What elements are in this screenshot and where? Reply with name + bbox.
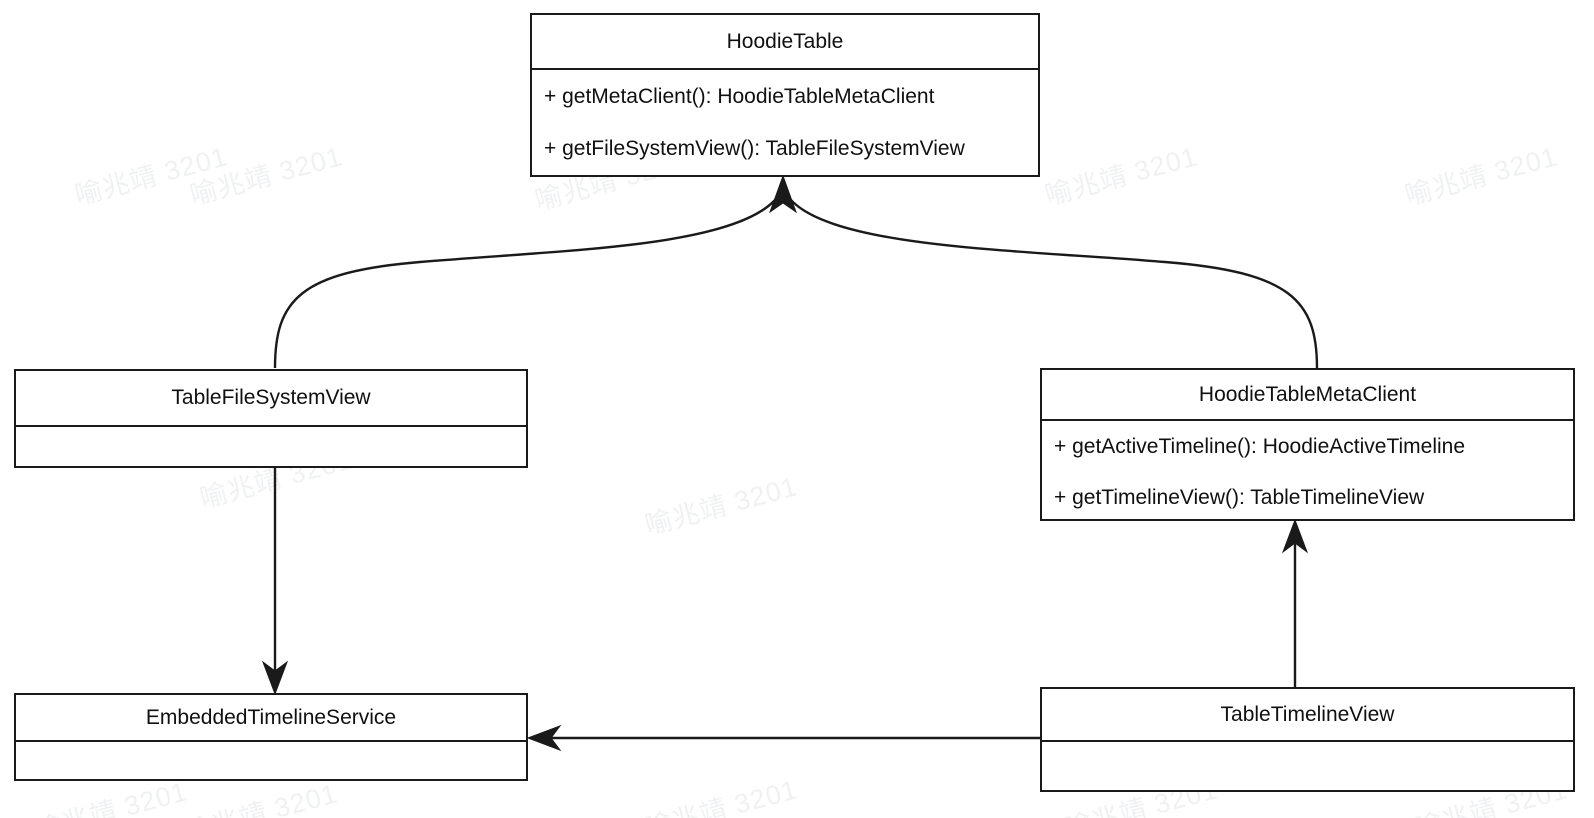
uml-class-table-file-system-view[interactable]: TableFileSystemView bbox=[14, 369, 528, 468]
uml-class-hoodie-table[interactable]: HoodieTable + getMetaClient(): HoodieTab… bbox=[530, 13, 1040, 177]
watermark-text: 喻兆靖 3201 bbox=[1401, 141, 1561, 211]
relation-hoodietablemetaclient-to-hoodietable bbox=[790, 199, 1319, 369]
uml-class-name-embedded-timeline-service: EmbeddedTimelineService bbox=[145, 705, 397, 729]
watermark-text: 喻兆靖 3201 bbox=[71, 141, 231, 211]
uml-class-hoodie-table-meta-client[interactable]: HoodieTableMetaClient + getActiveTimelin… bbox=[1040, 368, 1575, 521]
uml-members-hoodie-table-meta-client: + getActiveTimeline(): HoodieActiveTimel… bbox=[1042, 419, 1573, 523]
uml-class-name-hoodie-table: HoodieTable bbox=[726, 29, 844, 53]
uml-class-name-table-file-system-view: TableFileSystemView bbox=[171, 386, 371, 409]
uml-members-table-file-system-view bbox=[16, 425, 526, 466]
uml-members-hoodie-table: + getMetaClient(): HoodieTableMetaClient… bbox=[532, 68, 1038, 175]
arrowhead-into-embeddedtimelineservice-left-icon bbox=[526, 724, 562, 752]
watermark-text: 喻兆靖 3201 bbox=[641, 471, 801, 541]
watermark-text: 喻兆靖 3201 bbox=[641, 774, 801, 818]
uml-members-embedded-timeline-service bbox=[16, 740, 526, 783]
arrowhead-into-hoodietable-icon bbox=[768, 174, 798, 214]
uml-member-getfilesystemview: + getFileSystemView(): TableFileSystemVi… bbox=[544, 137, 965, 160]
uml-class-name-table-timeline-view: TableTimelineView bbox=[1220, 702, 1395, 726]
watermark-text: 喻兆靖 3201 bbox=[1041, 141, 1201, 211]
uml-class-table-timeline-view[interactable]: TableTimelineView bbox=[1040, 687, 1575, 792]
uml-class-name-hoodie-table-meta-client: HoodieTableMetaClient bbox=[1198, 382, 1417, 406]
uml-class-embedded-timeline-service[interactable]: EmbeddedTimelineService bbox=[14, 693, 528, 781]
arrowhead-into-hoodietablemetaclient-icon bbox=[1281, 518, 1309, 554]
arrowhead-into-embeddedtimelineservice-icon bbox=[261, 660, 289, 696]
watermark-text: 喻兆靖 3201 bbox=[186, 141, 346, 211]
uml-members-table-timeline-view bbox=[1042, 740, 1573, 794]
uml-member-getmetaclient: + getMetaClient(): HoodieTableMetaClient bbox=[544, 84, 935, 108]
relation-tablefilesystemview-to-hoodietable bbox=[273, 199, 776, 369]
uml-member-getactivetimeline: + getActiveTimeline(): HoodieActiveTimel… bbox=[1054, 435, 1466, 458]
uml-member-gettimelineview: + getTimelineView(): TableTimelineView bbox=[1054, 486, 1425, 509]
